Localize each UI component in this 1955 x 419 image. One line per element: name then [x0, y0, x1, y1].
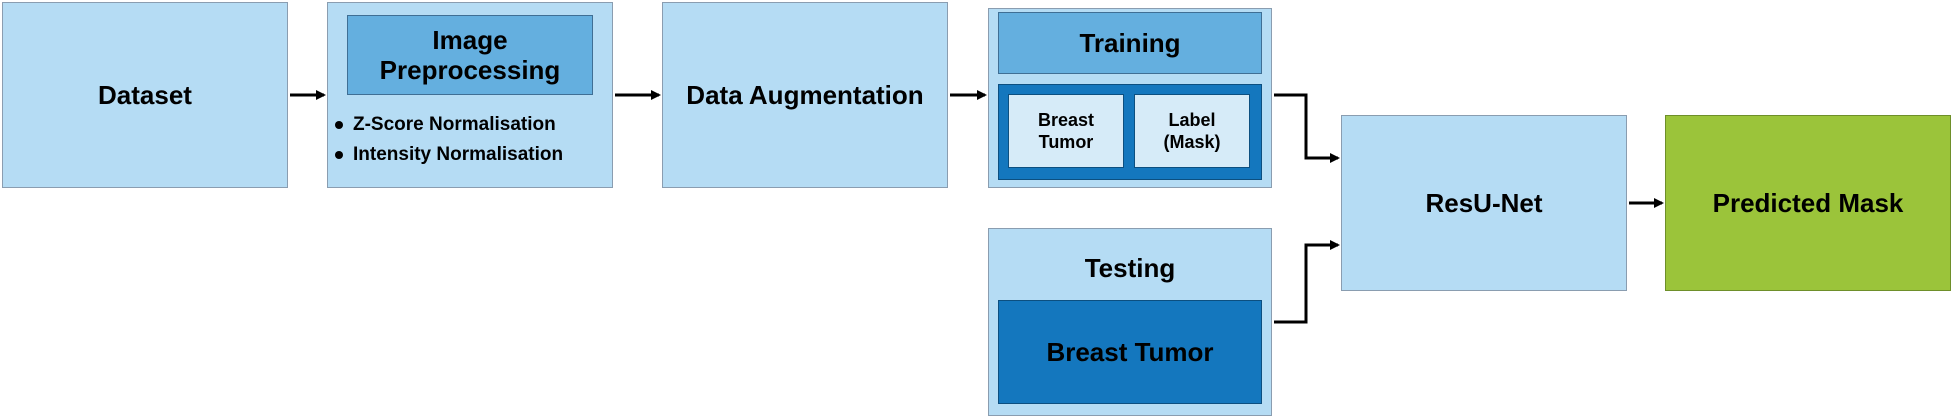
bullet-dot-icon [335, 121, 343, 129]
bullet-text: Intensity Normalisation [353, 144, 564, 165]
training-title: Training [1079, 28, 1181, 58]
testing-inner-box: Breast Tumor [998, 300, 1262, 404]
testing-title-box: Testing [998, 248, 1262, 288]
dataset-box: Dataset [2, 2, 288, 188]
bullet-dot-icon [335, 151, 343, 159]
resunet-label: ResU-Net [1425, 188, 1543, 218]
predicted-mask-label: Predicted Mask [1712, 188, 1904, 218]
arrow-testing-to-resunet [1274, 240, 1340, 324]
preprocessing-title: Image Preprocessing [379, 25, 561, 85]
training-breast-tumor-box: Breast Tumor [1008, 94, 1124, 168]
preprocessing-bullet-list: Z-Score Normalisation Intensity Normalis… [335, 110, 563, 170]
bullet-text: Z-Score Normalisation [353, 114, 556, 135]
bullet-item: Intensity Normalisation [335, 140, 563, 170]
resunet-box: ResU-Net [1341, 115, 1627, 291]
augmentation-label: Data Augmentation [686, 80, 924, 110]
dataset-label: Dataset [98, 80, 192, 110]
preprocessing-title-box: Image Preprocessing [347, 15, 593, 95]
testing-inner-label: Breast Tumor [1046, 337, 1214, 367]
training-title-box: Training [998, 12, 1262, 74]
training-breast-tumor-label: Breast Tumor [1037, 110, 1095, 152]
augmentation-box: Data Augmentation [662, 2, 948, 188]
training-label-mask-label: Label (Mask) [1163, 110, 1221, 152]
testing-title: Testing [1084, 253, 1176, 283]
predicted-mask-box: Predicted Mask [1665, 115, 1951, 291]
training-label-mask-box: Label (Mask) [1134, 94, 1250, 168]
bullet-item: Z-Score Normalisation [335, 110, 563, 140]
arrow-training-to-resunet [1274, 93, 1340, 163]
